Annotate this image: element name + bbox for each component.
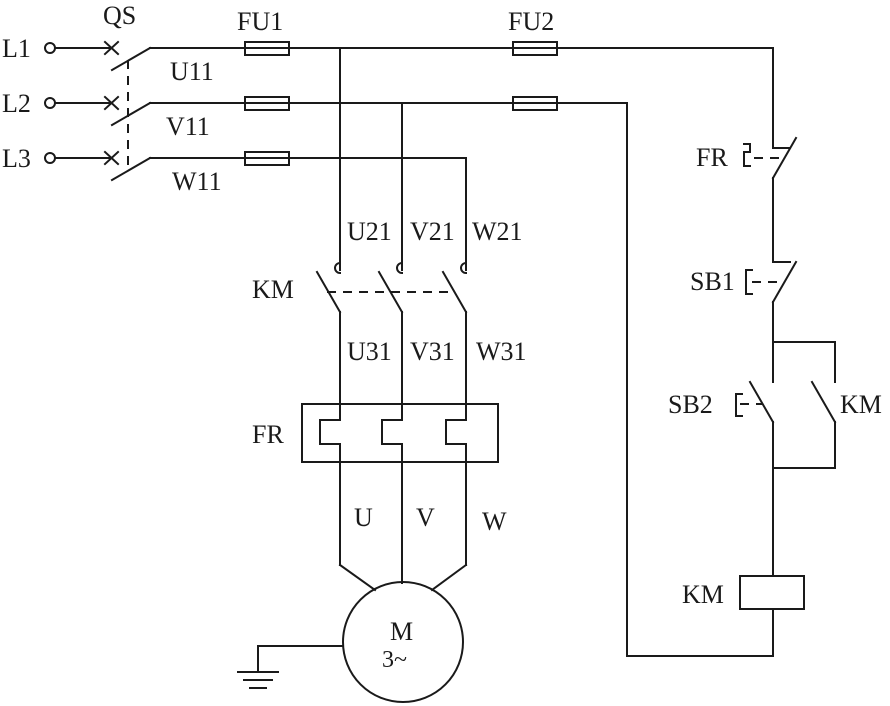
label-l3: L3 [2,144,31,173]
label-km-aux: KM [840,390,882,419]
label-u11: U11 [170,57,214,86]
label-sb2: SB2 [668,390,713,419]
label-sb1: SB1 [690,267,735,296]
km-coil [739,575,805,610]
ground-icon [237,645,344,689]
fuse-fu1 [244,41,290,166]
terminal-l1 [44,42,56,54]
motor-label: M [390,617,413,646]
control-circuit [626,47,774,657]
fr-nc-contact [743,136,798,263]
label-v: V [416,503,435,532]
label-w21: W21 [472,217,523,246]
label-v21: V21 [410,217,455,246]
label-u21: U21 [347,217,392,246]
label-v11: V11 [166,112,210,141]
label-fu2: FU2 [508,7,554,36]
label-fu1: FU1 [237,7,283,36]
distribution-lines [288,47,514,271]
label-fr-aux: FR [696,143,728,172]
label-l2: L2 [2,89,31,118]
terminal-l3 [44,152,56,164]
label-km-coil: KM [682,580,724,609]
supply-lines [149,47,246,159]
motor [342,581,464,703]
label-v31: V31 [410,337,455,366]
label-w11: W11 [172,167,222,196]
motor-phase-label: 3~ [382,647,407,673]
motor-leads [338,461,468,592]
label-u: U [354,503,373,532]
label-l1: L1 [2,34,31,63]
label-w: W [482,507,507,536]
km-self-holding-contact [772,341,837,577]
label-km-main: KM [252,275,294,304]
supply-terminals [44,42,113,164]
sb2-start-button [735,341,836,469]
isolating-switch-qs [103,40,152,182]
label-w31: W31 [476,337,527,366]
label-fr-main: FR [252,420,284,449]
fuse-fu2 [512,41,774,111]
sb1-stop-button [745,260,798,343]
label-qs: QS [103,1,136,30]
main-contactor-km [315,261,468,405]
thermal-relay-fr [301,403,499,463]
label-u31: U31 [347,337,392,366]
terminal-l2 [44,97,56,109]
